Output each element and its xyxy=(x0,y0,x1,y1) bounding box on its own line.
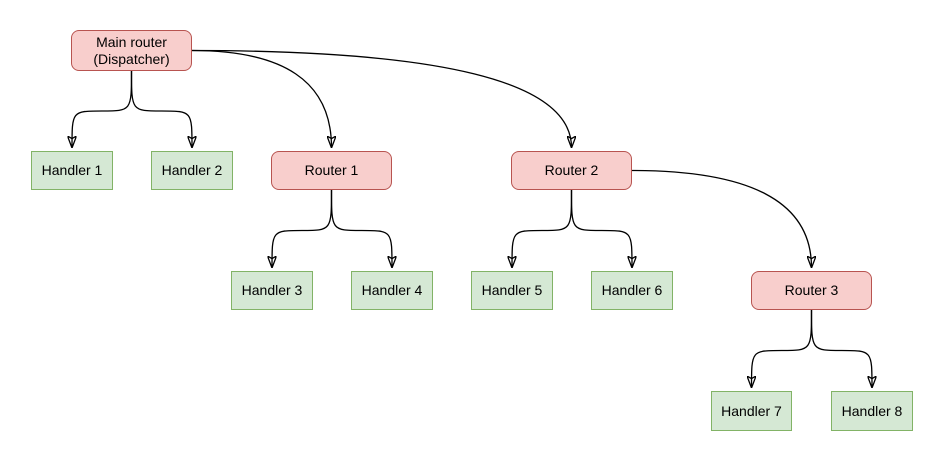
node-main-router: Main router (Dispatcher) xyxy=(71,30,192,71)
edge-router-3-to-handler-7 xyxy=(752,309,813,388)
node-handler-1-label: Handler 1 xyxy=(41,162,103,178)
node-handler-8: Handler 8 xyxy=(831,391,913,431)
node-router-2-label: Router 2 xyxy=(544,162,599,178)
node-handler-4: Handler 4 xyxy=(351,271,433,310)
node-router-3-label: Router 3 xyxy=(784,282,839,298)
node-handler-3: Handler 3 xyxy=(231,271,313,310)
edge-main-router-to-router-2 xyxy=(191,49,572,148)
edge-router-1-to-handler-3 xyxy=(272,189,333,268)
edge-router-2-to-router-3 xyxy=(631,169,812,268)
node-handler-2: Handler 2 xyxy=(151,151,233,190)
node-handler-7: Handler 7 xyxy=(711,391,792,431)
edge-router-2-to-handler-6 xyxy=(570,189,633,268)
node-handler-7-label: Handler 7 xyxy=(721,402,782,419)
edge-main-router-to-handler-2 xyxy=(130,70,193,148)
node-router-1-label: Router 1 xyxy=(304,162,359,178)
node-handler-4-label: Handler 4 xyxy=(361,282,423,298)
node-handler-2-label: Handler 2 xyxy=(161,162,223,178)
edge-router-1-to-handler-4 xyxy=(330,189,393,268)
node-main-router-label: Main router (Dispatcher) xyxy=(93,33,170,67)
node-router-1: Router 1 xyxy=(271,151,392,190)
edge-router-2-to-handler-5 xyxy=(512,189,573,268)
node-handler-5-label: Handler 5 xyxy=(481,282,543,298)
node-handler-3-label: Handler 3 xyxy=(241,282,303,298)
edge-router-3-to-handler-8 xyxy=(810,309,873,388)
edge-main-router-to-router-1 xyxy=(191,49,332,148)
edge-main-router-to-handler-1 xyxy=(72,70,133,148)
node-handler-6-label: Handler 6 xyxy=(601,282,663,298)
node-router-2: Router 2 xyxy=(511,151,632,190)
node-handler-8-label: Handler 8 xyxy=(841,402,903,419)
node-handler-5: Handler 5 xyxy=(471,271,553,310)
node-handler-6: Handler 6 xyxy=(591,271,673,310)
node-handler-1: Handler 1 xyxy=(31,151,113,190)
node-router-3: Router 3 xyxy=(751,271,872,310)
